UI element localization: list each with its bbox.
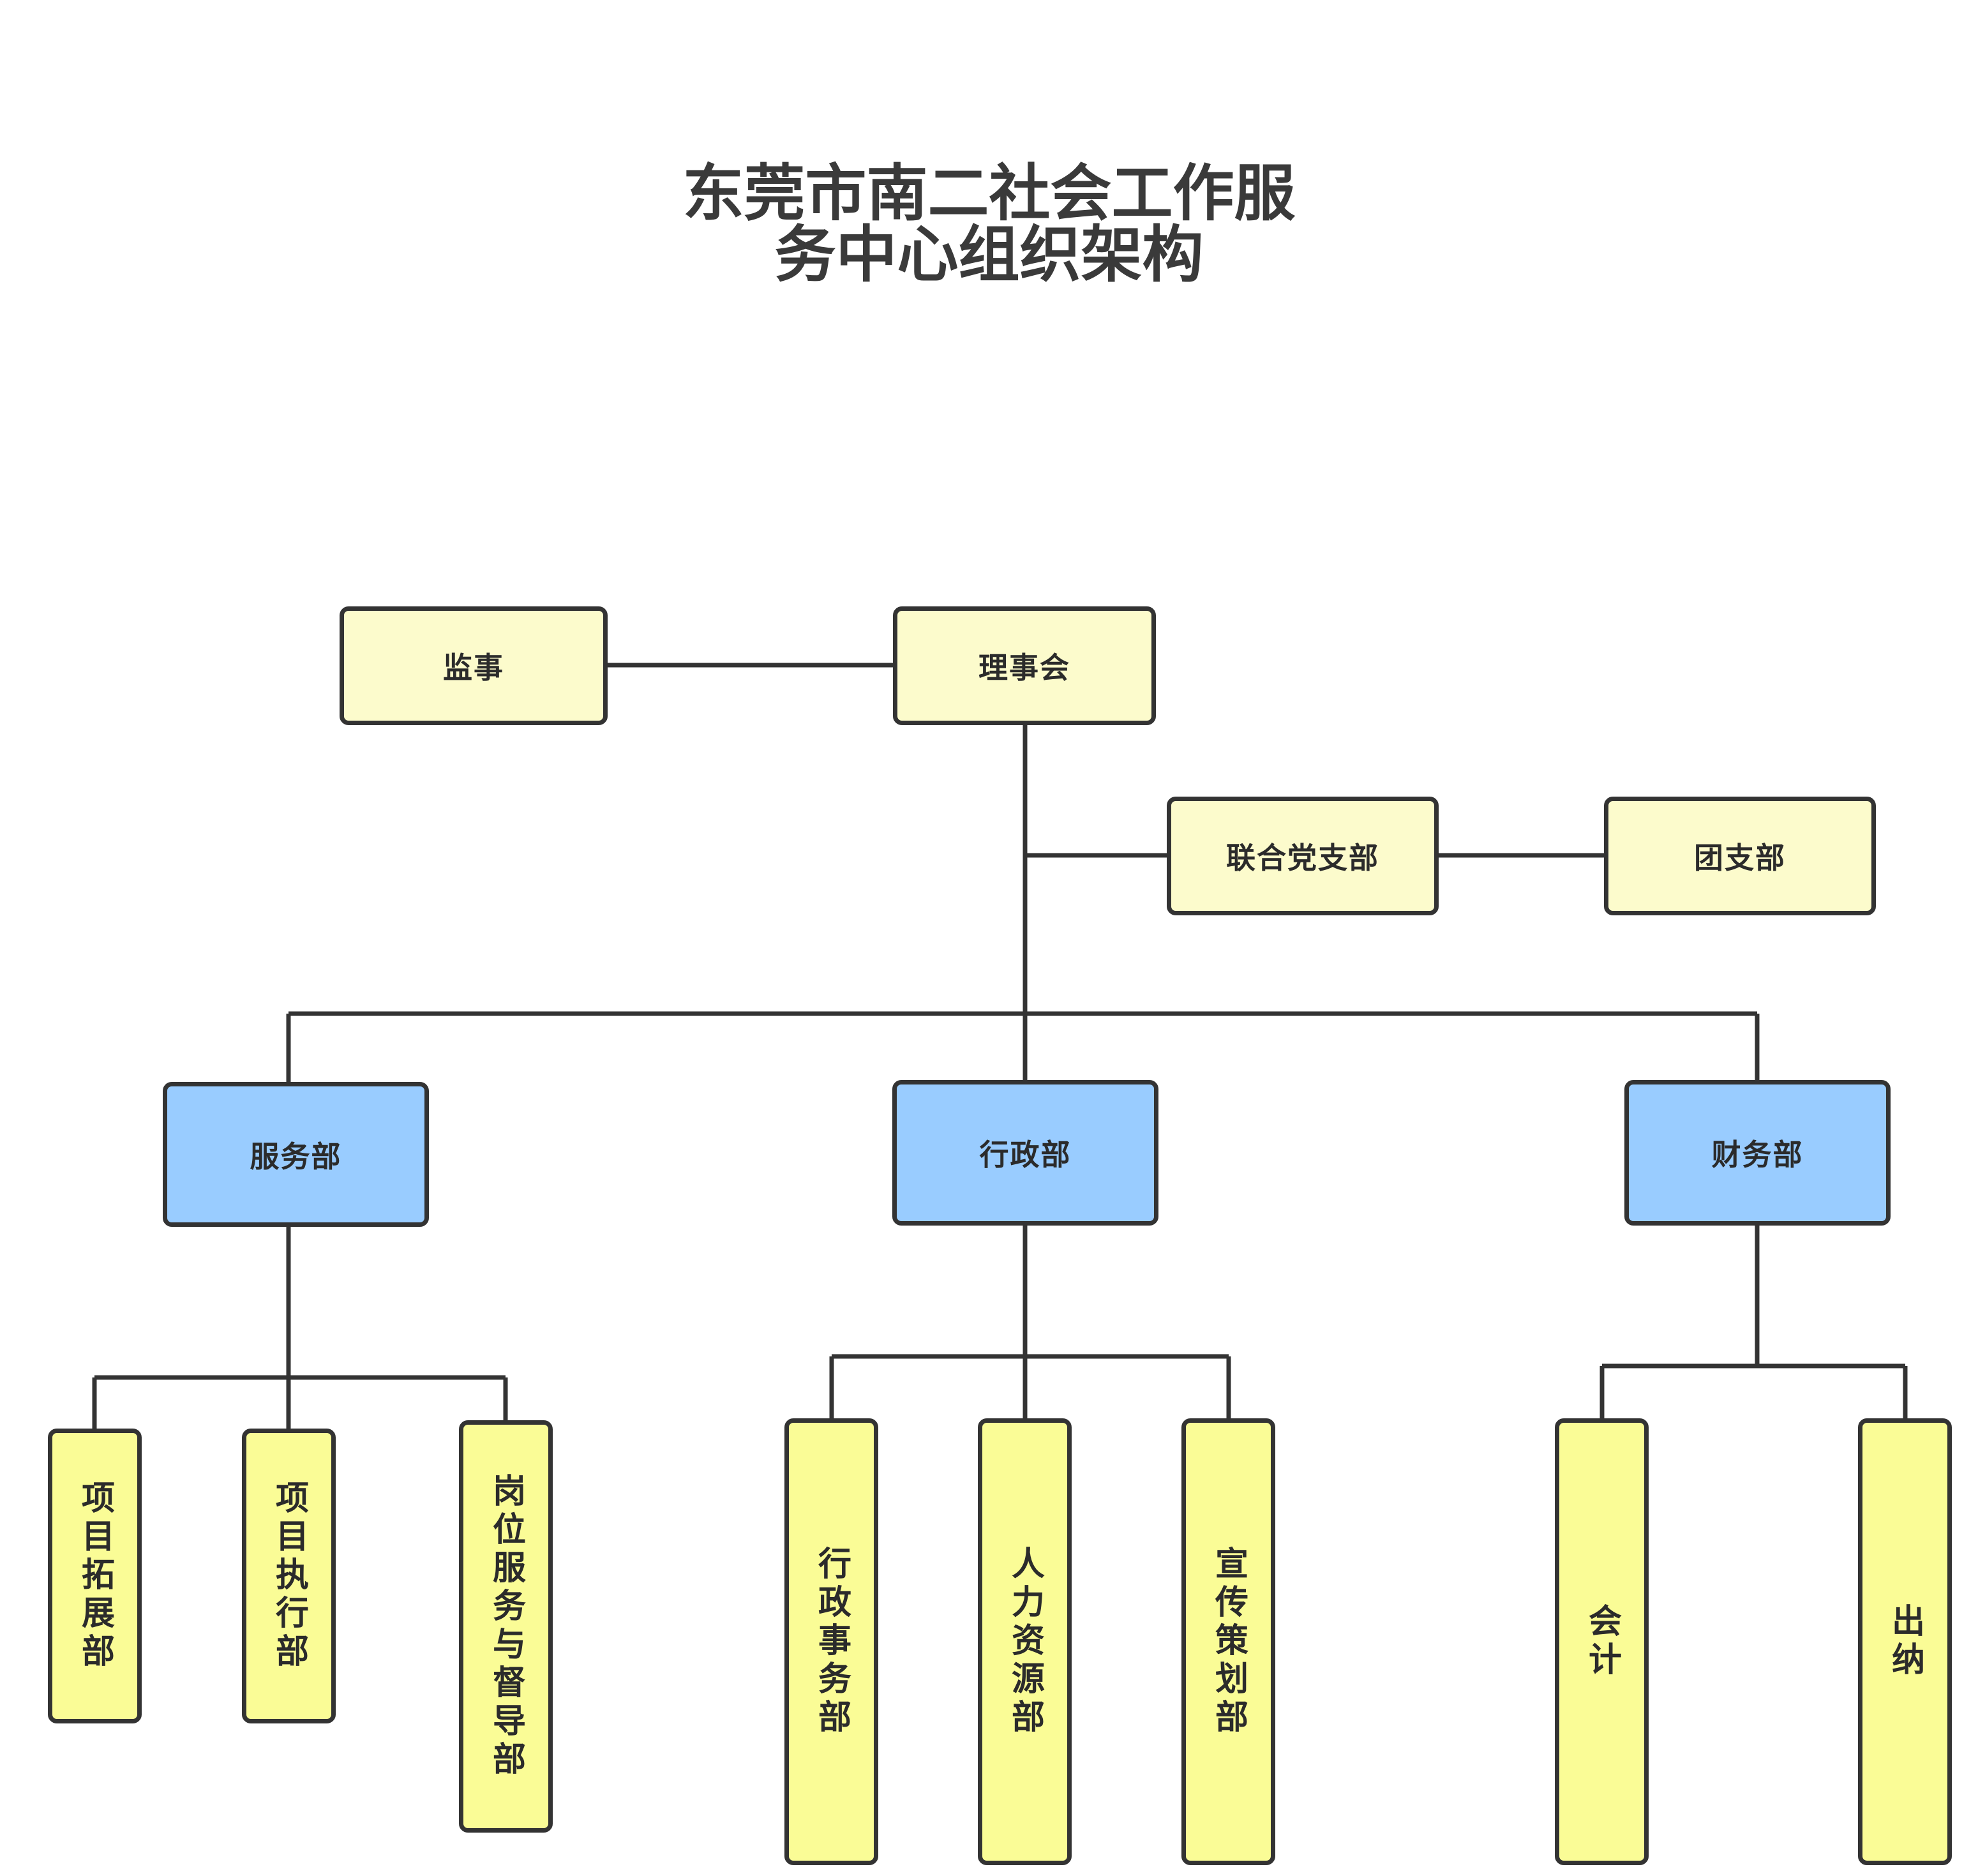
node-finance-dept-label: 财务部 [1711, 1137, 1804, 1172]
node-service-dept-label: 服务部 [250, 1139, 342, 1174]
node-supervisor[interactable]: 监事 [340, 606, 608, 725]
node-hr-label: 人力资源部 [1005, 1546, 1044, 1737]
node-proj-exec[interactable]: 项目执行部 [242, 1429, 336, 1723]
node-proj-dev[interactable]: 项目拓展部 [48, 1429, 142, 1723]
node-accounting-label: 会计 [1582, 1603, 1621, 1680]
node-cashier[interactable]: 出纳 [1858, 1418, 1952, 1865]
node-party-branch-label: 联合党支部 [1226, 841, 1379, 875]
node-finance-dept[interactable]: 财务部 [1624, 1080, 1891, 1226]
node-post-super[interactable]: 岗位服务与督导部 [459, 1420, 553, 1833]
node-youth-branch-label: 团支部 [1694, 841, 1786, 875]
node-youth-branch[interactable]: 团支部 [1604, 797, 1876, 915]
node-proj-exec-label: 项目执行部 [269, 1480, 308, 1672]
node-party-branch[interactable]: 联合党支部 [1167, 797, 1439, 915]
node-accounting[interactable]: 会计 [1555, 1418, 1649, 1865]
node-cashier-label: 出纳 [1885, 1603, 1924, 1680]
node-board-label: 理事会 [978, 650, 1070, 685]
node-hr[interactable]: 人力资源部 [978, 1418, 1072, 1865]
node-post-super-label: 岗位服务与督导部 [486, 1473, 525, 1780]
node-supervisor-label: 监事 [443, 650, 504, 685]
node-admin-dept-label: 行政部 [979, 1137, 1072, 1172]
node-board[interactable]: 理事会 [893, 606, 1156, 725]
node-promo-label: 宣传策划部 [1209, 1546, 1248, 1737]
node-admin-dept[interactable]: 行政部 [892, 1080, 1158, 1226]
node-admin-aff[interactable]: 行政事务部 [784, 1418, 878, 1865]
node-proj-dev-label: 项目拓展部 [75, 1480, 114, 1672]
node-promo[interactable]: 宣传策划部 [1181, 1418, 1275, 1865]
chart-title: 东莞市南二社会工作服 务中心组织架构 [682, 158, 1296, 290]
node-service-dept[interactable]: 服务部 [163, 1082, 429, 1227]
node-admin-aff-label: 行政事务部 [812, 1546, 851, 1737]
